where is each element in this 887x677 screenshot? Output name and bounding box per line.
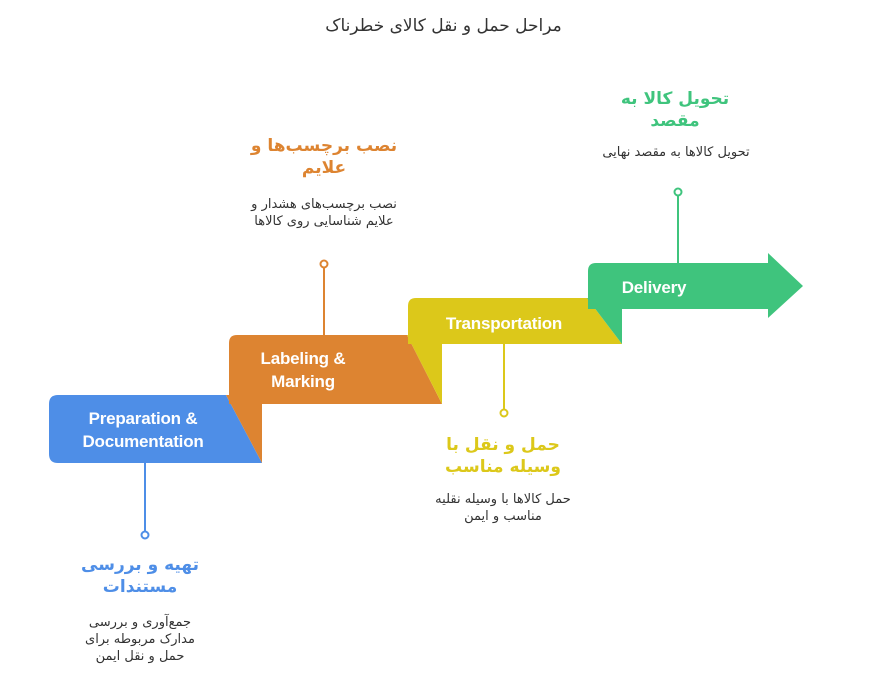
step-3-fold bbox=[587, 298, 622, 344]
step-2-description: نصب برچسب‌های هشدار و علایم شناسایی روی … bbox=[251, 197, 397, 229]
step-3-label: Transportation bbox=[445, 314, 563, 333]
connector-4-dot bbox=[673, 187, 683, 197]
step-4-label: Delivery bbox=[621, 278, 687, 297]
step-4-heading: تحویل کالا به مقصد bbox=[620, 89, 730, 131]
connector-2-dot bbox=[319, 259, 329, 269]
step-2-label: Labeling & Marking bbox=[260, 349, 346, 391]
step-4-description: تحویل کالاها به مقصد نهایی bbox=[602, 145, 750, 160]
step-1-description: جمع‌آوری و بررسی مدارک مربوطه برای حمل و… bbox=[85, 615, 195, 664]
step-4-arrow-shape bbox=[588, 253, 803, 318]
step-1-label: Preparation & Documentation bbox=[82, 409, 204, 451]
connector-1-dot bbox=[140, 530, 150, 540]
step-1-heading: تهیه و بررسی مستندات bbox=[81, 555, 199, 597]
step-3-description: حمل کالاها با وسیله نقلیه مناسب و ایمن bbox=[435, 492, 571, 524]
diagram-title: مراحل حمل و نقل کالای خطرناک bbox=[325, 16, 562, 36]
step-2-shape bbox=[229, 335, 442, 404]
step-1-fold bbox=[226, 395, 262, 463]
step-1-shape bbox=[49, 395, 262, 463]
step-2-heading: نصب برچسب‌ها و علایم bbox=[250, 136, 398, 178]
step-2-fold bbox=[407, 335, 442, 404]
connector-3-dot bbox=[499, 408, 509, 418]
step-3-shape bbox=[408, 298, 622, 344]
step-3-heading: حمل و نقل با وسیله مناسب bbox=[445, 435, 561, 477]
